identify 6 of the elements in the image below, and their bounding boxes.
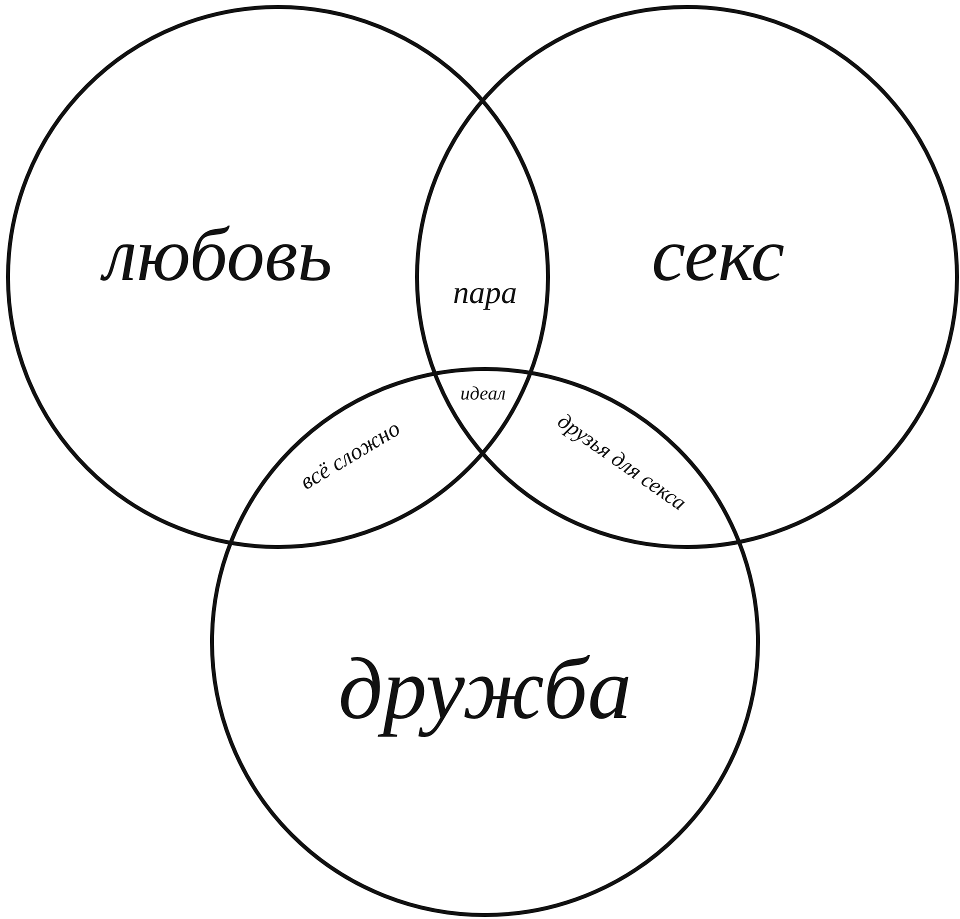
venn-circle [6, 5, 550, 549]
set-label: секс [652, 217, 784, 293]
venn-circle [415, 5, 959, 549]
overlap-label: идеал [460, 384, 506, 404]
venn-circle [210, 367, 760, 917]
overlap-label: пара [453, 276, 517, 308]
